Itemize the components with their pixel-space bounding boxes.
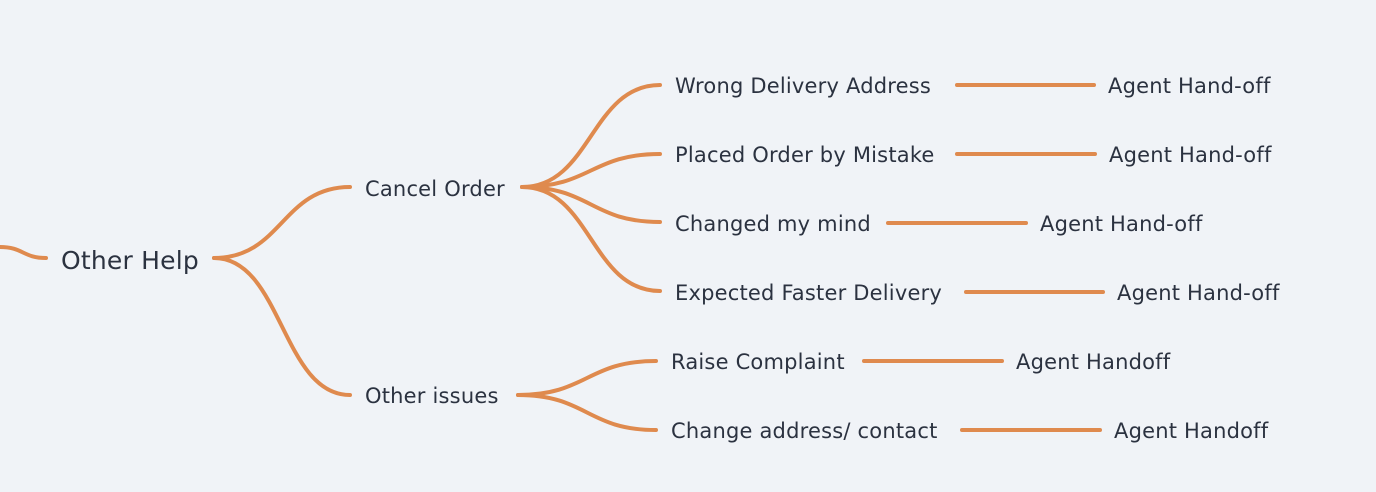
outcome-node-agent-hand-off[interactable]: Agent Hand-off xyxy=(1040,212,1203,236)
connector-root-other-issues xyxy=(212,256,352,397)
leaf-node-change-address-contact[interactable]: Change address/ contact xyxy=(671,419,938,443)
outcome-node-agent-hand-off[interactable]: Agent Hand-off xyxy=(1117,281,1280,305)
outcome-node-agent-handoff[interactable]: Agent Handoff xyxy=(1016,350,1171,374)
connector-root-cancel-order xyxy=(212,185,352,260)
leaf-node-expected-faster-delivery[interactable]: Expected Faster Delivery xyxy=(675,281,943,305)
connector-other-issues-leaf-0 xyxy=(516,359,658,397)
leaf-node-placed-order-by-mistake[interactable]: Placed Order by Mistake xyxy=(675,143,935,167)
leaf-node-raise-complaint[interactable]: Raise Complaint xyxy=(671,350,845,374)
connector-cancel-order-leaf-3 xyxy=(520,185,662,293)
branch-node-other-issues[interactable]: Other issues xyxy=(365,384,499,408)
connector-cancel-order-leaf-1 xyxy=(520,152,662,189)
connector-other-issues-leaf-1 xyxy=(516,393,658,432)
root-node-other-help[interactable]: Other Help xyxy=(61,246,199,275)
outcome-node-agent-hand-off[interactable]: Agent Hand-off xyxy=(1108,74,1271,98)
outcome-node-agent-hand-off[interactable]: Agent Hand-off xyxy=(1109,143,1272,167)
connector-cancel-order-leaf-0 xyxy=(520,83,662,189)
branch-node-cancel-order[interactable]: Cancel Order xyxy=(365,177,505,201)
outcome-node-agent-handoff[interactable]: Agent Handoff xyxy=(1114,419,1269,443)
connector-incoming xyxy=(0,245,48,260)
connector-cancel-order-leaf-2 xyxy=(520,185,662,224)
leaf-node-changed-my-mind[interactable]: Changed my mind xyxy=(675,212,871,236)
leaf-node-wrong-delivery-address[interactable]: Wrong Delivery Address xyxy=(675,74,932,98)
